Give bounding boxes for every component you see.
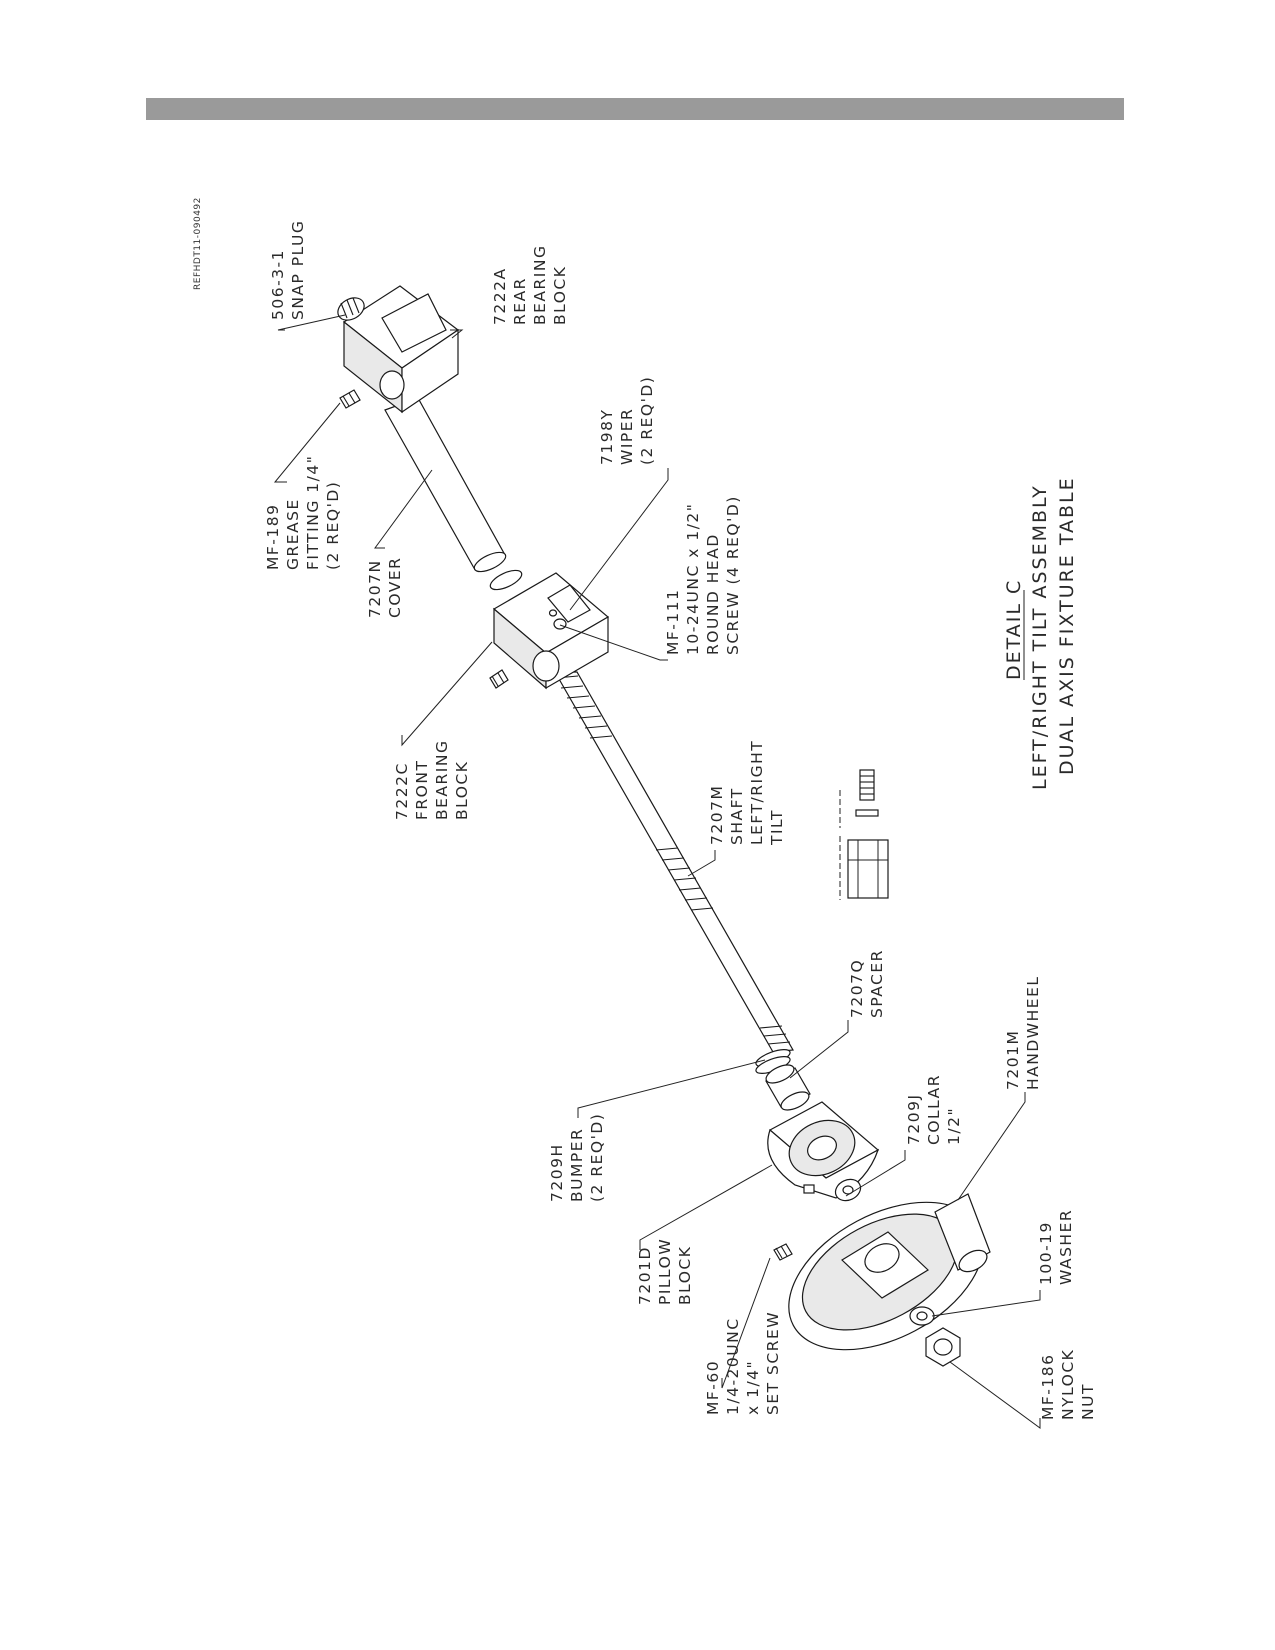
nylock-nut-mf-186	[925, 1327, 961, 1367]
shaft-thread-middle	[655, 847, 714, 911]
svg-text:SPACER: SPACER	[868, 949, 886, 1018]
svg-text:7207M: 7207M	[708, 785, 726, 845]
callout-wiper: 7198Y WIPER (2 REQ'D)	[598, 376, 656, 465]
svg-text:BEARING: BEARING	[531, 245, 549, 325]
callout-collar: 7209J COLLAR 1/2"	[905, 1074, 963, 1145]
svg-text:7207N: 7207N	[366, 559, 384, 618]
svg-text:7207Q: 7207Q	[848, 959, 866, 1018]
collar-7209j	[803, 1178, 862, 1202]
callout-bumper: 7209H BUMPER (2 REQ'D)	[548, 1113, 606, 1202]
svg-text:BLOCK: BLOCK	[453, 761, 471, 820]
svg-text:7209J: 7209J	[905, 1093, 923, 1145]
svg-text:COLLAR: COLLAR	[925, 1074, 943, 1145]
title-block: DETAIL C LEFT/RIGHT TILT ASSEMBLY DUAL A…	[1003, 476, 1078, 790]
svg-text:MF-189: MF-189	[264, 504, 282, 570]
svg-text:PILLOW: PILLOW	[656, 1238, 674, 1305]
svg-text:100-19: 100-19	[1037, 1221, 1055, 1285]
svg-text:BLOCK: BLOCK	[676, 1246, 694, 1305]
leader-lines	[273, 314, 1041, 1429]
svg-text:SHAFT: SHAFT	[728, 787, 746, 845]
svg-text:WIPER: WIPER	[618, 408, 636, 465]
shaft-thread-upper	[555, 675, 613, 739]
handwheel-7201m	[788, 1193, 991, 1351]
callout-rear-bearing-block: 7222A REAR BEARING BLOCK	[491, 245, 569, 325]
svg-text:SET SCREW: SET SCREW	[764, 1311, 782, 1415]
set-screw-mf-60	[773, 1243, 793, 1261]
callout-nylock-nut: MF-186 NYLOCK NUT	[1039, 1349, 1097, 1420]
svg-text:1/4-20UNC: 1/4-20UNC	[724, 1317, 742, 1415]
callout-spacer: 7207Q SPACER	[848, 949, 886, 1018]
svg-text:7222A: 7222A	[491, 267, 509, 325]
svg-text:ROUND HEAD: ROUND HEAD	[704, 533, 722, 655]
svg-text:MF-111: MF-111	[664, 589, 682, 655]
svg-text:10-24UNC x 1/2": 10-24UNC x 1/2"	[684, 503, 702, 655]
title-detail: DETAIL C	[1003, 579, 1025, 680]
callout-washer: 100-19 WASHER	[1037, 1209, 1075, 1285]
svg-text:x 1/4": x 1/4"	[744, 1360, 762, 1415]
svg-text:NYLOCK: NYLOCK	[1059, 1349, 1077, 1420]
svg-text:BUMPER: BUMPER	[568, 1128, 586, 1202]
callout-snap-plug: 506-3-1 SNAP PLUG	[269, 220, 307, 320]
svg-text:MF-60: MF-60	[704, 1360, 722, 1415]
callout-set-screw: MF-60 1/4-20UNC x 1/4" SET SCREW	[704, 1311, 782, 1415]
svg-text:7209H: 7209H	[548, 1143, 566, 1202]
title-table: DUAL AXIS FIXTURE TABLE	[1056, 476, 1078, 775]
svg-text:MF-186: MF-186	[1039, 1354, 1057, 1420]
svg-text:LEFT/RIGHT: LEFT/RIGHT	[748, 740, 766, 845]
cover-7207n	[384, 397, 523, 591]
callout-pillow-block: 7201D PILLOW BLOCK	[636, 1238, 694, 1305]
svg-text:HANDWHEEL: HANDWHEEL	[1024, 976, 1042, 1091]
shaft-thread-lower	[759, 1025, 791, 1045]
svg-text:7201D: 7201D	[636, 1246, 654, 1305]
svg-text:(2 REQ'D): (2 REQ'D)	[588, 1113, 606, 1202]
svg-text:REAR: REAR	[511, 277, 529, 325]
svg-text:COVER: COVER	[386, 557, 404, 618]
callout-cover: 7207N COVER	[366, 557, 404, 618]
section-view	[839, 769, 889, 900]
svg-text:7201M: 7201M	[1004, 1030, 1022, 1090]
rear-bearing-block-7222a	[342, 285, 460, 414]
grease-fitting-front	[489, 669, 509, 689]
pillow-block-7201d	[767, 1101, 880, 1199]
svg-text:506-3-1: 506-3-1	[269, 249, 287, 320]
shaft-7207m	[553, 671, 794, 1053]
svg-text:FITTING 1/4": FITTING 1/4"	[304, 455, 322, 570]
header-bar	[146, 98, 1124, 120]
spacer-7207q	[765, 1064, 811, 1111]
svg-text:NUT: NUT	[1079, 1383, 1097, 1420]
ref-code: REFHDT11-090492	[193, 197, 203, 290]
svg-text:TILT: TILT	[768, 809, 786, 846]
front-bearing-block-7222c	[492, 572, 610, 690]
callout-handwheel: 7201M HANDWHEEL	[1004, 976, 1042, 1091]
callout-front-bearing-block: 7222C FRONT BEARING BLOCK	[393, 740, 471, 820]
svg-text:BEARING: BEARING	[433, 740, 451, 820]
callout-grease-fitting: MF-189 GREASE FITTING 1/4" (2 REQ'D)	[264, 455, 342, 570]
callout-shaft: 7207M SHAFT LEFT/RIGHT TILT	[708, 740, 786, 846]
svg-text:(2 REQ'D): (2 REQ'D)	[324, 481, 342, 570]
svg-text:1/2": 1/2"	[945, 1107, 963, 1145]
svg-text:SCREW (4 REQ'D): SCREW (4 REQ'D)	[724, 495, 742, 655]
svg-text:BLOCK: BLOCK	[551, 266, 569, 325]
svg-text:WASHER: WASHER	[1057, 1209, 1075, 1285]
svg-text:(2 REQ'D): (2 REQ'D)	[638, 376, 656, 465]
washer-100-19	[909, 1306, 935, 1326]
svg-text:FRONT: FRONT	[413, 760, 431, 820]
svg-text:7222C: 7222C	[393, 762, 411, 820]
svg-text:SNAP PLUG: SNAP PLUG	[289, 220, 307, 320]
callout-round-head-screw: MF-111 10-24UNC x 1/2" ROUND HEAD SCREW …	[664, 495, 742, 655]
title-assembly: LEFT/RIGHT TILT ASSEMBLY	[1029, 484, 1051, 790]
svg-text:GREASE: GREASE	[284, 498, 302, 570]
snap-plug-506-3-1	[337, 297, 365, 321]
grease-fitting-rear	[339, 389, 361, 409]
svg-text:7198Y: 7198Y	[598, 409, 616, 465]
